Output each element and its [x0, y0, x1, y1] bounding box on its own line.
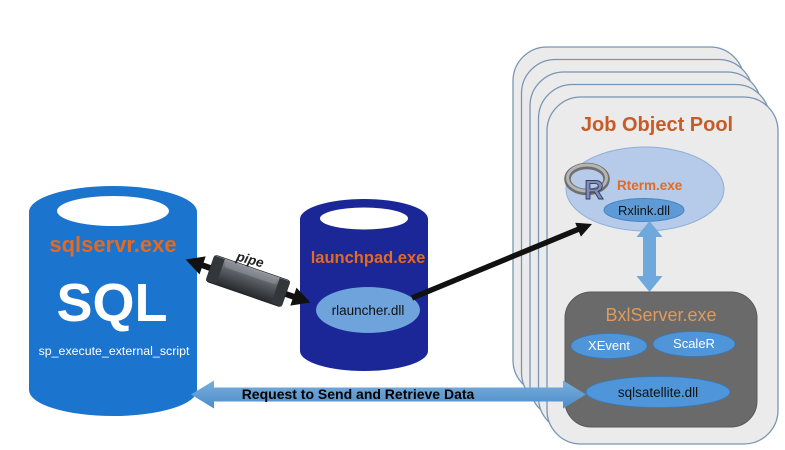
launchpad-database: launchpad.exe rlauncher.dll: [300, 199, 428, 371]
launchpad-label: launchpad.exe: [311, 249, 426, 267]
scaler-label: ScaleR: [673, 336, 715, 351]
sqlservr-label: sqlservr.exe: [49, 232, 176, 257]
r-logo-icon: R: [564, 162, 610, 205]
rlauncher-label: rlauncher.dll: [332, 303, 405, 318]
request-arrow-label: Request to Send and Retrieve Data: [242, 386, 475, 402]
sql-cylinder-opening: [57, 196, 169, 226]
scaler-ellipse: [652, 331, 736, 357]
pipe-connector: pipe: [185, 249, 311, 307]
rlauncher-to-rterm-arrow: [410, 222, 592, 301]
xevent-ellipse: [570, 333, 648, 359]
sqlsatellite-label: sqlsatellite.dll: [618, 385, 698, 400]
pipe-label: pipe: [234, 249, 266, 271]
rxlink-ellipse: [603, 198, 685, 222]
sql-logo: SQL: [56, 273, 167, 333]
rxlink-label: Rxlink.dll: [618, 203, 670, 218]
sql-database: sqlservr.exe SQL sp_execute_external_scr…: [29, 186, 197, 416]
rterm-bxlserver-arrow: [636, 221, 663, 292]
launchpad-cylinder-opening: [320, 207, 408, 230]
job-object-pool: Job Object Pool R Rterm.exe Rxlink.dll B…: [512, 46, 779, 445]
rterm-label: Rterm.exe: [617, 178, 683, 193]
sp-execute-label: sp_execute_external_script: [39, 344, 190, 358]
svg-text:R: R: [584, 175, 604, 205]
sqlsatellite-ellipse: [585, 376, 731, 408]
bxlserver-label: BxlServer.exe: [605, 305, 716, 325]
pool-title: Job Object Pool: [581, 114, 733, 136]
rlauncher-ellipse: [316, 287, 420, 333]
request-arrow: Request to Send and Retrieve Data: [191, 380, 586, 409]
xevent-label: XEvent: [588, 338, 630, 353]
sql-cylinder: [29, 186, 197, 416]
pipe-icon: [205, 255, 291, 307]
